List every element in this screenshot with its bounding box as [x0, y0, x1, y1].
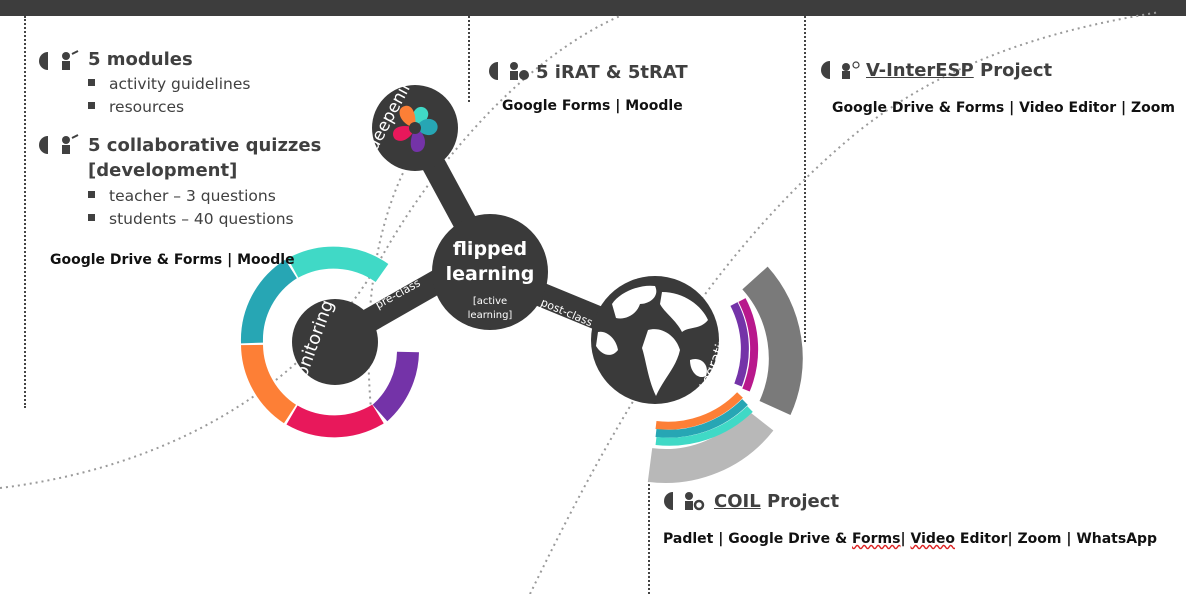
list-item-label: resources: [109, 98, 185, 116]
integrating-arc-purple: [730, 302, 749, 387]
coil-tools-part2: |: [900, 531, 911, 547]
monitoring-node: [292, 299, 378, 385]
coil-tools-part1: Padlet | Google Drive &: [663, 531, 853, 547]
quizzes-title-line2: [development]: [88, 160, 238, 181]
teacher-idea-icon: [821, 61, 860, 79]
vinteresp-title: V-InterESP Project: [866, 60, 1052, 81]
connector-pre-label: pre-class: [373, 276, 423, 311]
monitoring-label: monitoring: [285, 297, 338, 397]
vinteresp-title-underlined: V-InterESP: [866, 60, 974, 81]
teacher-icon: [39, 50, 79, 70]
integrating-node: [591, 276, 719, 404]
integrating-arc-teal: [655, 399, 748, 438]
deepening-node: [372, 85, 458, 171]
quizzes-list: teacher – 3 questions students – 40 ques…: [88, 185, 294, 231]
deepening-label: deepening: [363, 65, 423, 154]
teacher-gear-icon: [664, 492, 705, 511]
integrating-arc-lightteal: [655, 406, 753, 446]
hub-circle: [432, 214, 548, 330]
coil-tools: Padlet | Google Drive & Forms| Video Edi…: [663, 531, 1157, 547]
coil-tools-part3: Editor| Zoom | WhatsApp: [955, 531, 1158, 547]
modules-list: activity guidelines resources: [88, 73, 250, 119]
dotted-arc-3: [367, 151, 415, 421]
list-item-label: teacher – 3 questions: [109, 187, 276, 205]
coil-title-rest: Project: [760, 491, 840, 512]
coil-tools-forms: Forms: [852, 531, 901, 547]
connector-during: [404, 124, 499, 271]
connector-pre: [329, 269, 446, 351]
coil-title-underlined: COIL: [714, 491, 761, 512]
monitoring-ring-blueteal: [240, 259, 298, 344]
list-item: students – 40 questions: [88, 208, 294, 231]
divider-bottom: [648, 480, 650, 594]
integrating-outer-grey: [742, 266, 803, 416]
hub-title-line2: learning: [446, 263, 535, 285]
divider-right: [804, 16, 806, 342]
hub-sub-line2: learning]: [468, 310, 513, 321]
connector-during-label: during class: [449, 155, 493, 220]
coil-title: COIL Project: [714, 491, 839, 512]
integrating-arc-magenta: [738, 298, 759, 392]
divider-left: [24, 16, 26, 408]
list-item-label: activity guidelines: [109, 75, 251, 93]
integrating-arc-orange: [655, 392, 743, 430]
teacher-question-icon: [489, 62, 529, 80]
coil-tools-video: Video: [910, 531, 956, 547]
connector-post-label: post-class: [539, 296, 595, 330]
hub-title-line1: flipped: [453, 238, 527, 260]
list-item: resources: [88, 96, 250, 119]
quizzes-title-line1: 5 collaborative quizzes: [88, 135, 322, 156]
integrating-outer-lightgrey: [647, 409, 774, 483]
connector-post: [525, 278, 637, 344]
list-item: teacher – 3 questions: [88, 185, 294, 208]
monitoring-ring-pink: [286, 404, 384, 438]
deepening-flower-icon: [393, 105, 438, 152]
vinteresp-title-rest: Project: [973, 60, 1053, 81]
integrating-label: integrating: [692, 326, 736, 404]
divider-middle: [468, 16, 470, 102]
modules-title: 5 modules: [88, 49, 193, 70]
rat-tools: Google Forms | Moodle: [502, 98, 683, 114]
hub-sub-line1: [active: [473, 296, 507, 307]
rat-title: 5 iRAT & 5tRAT: [536, 62, 688, 83]
monitoring-ring-orange: [241, 344, 297, 424]
list-item: activity guidelines: [88, 73, 250, 96]
top-bar: [0, 0, 1186, 16]
left-tools: Google Drive & Forms | Moodle: [50, 252, 295, 268]
teacher-icon: [39, 134, 79, 154]
monitoring-ring-teal: [287, 246, 389, 283]
vinteresp-tools: Google Drive & Forms | Video Editor | Zo…: [832, 100, 1175, 116]
monitoring-ring-purple: [372, 351, 419, 422]
list-item-label: students – 40 questions: [109, 210, 294, 228]
globe-icon: [596, 285, 708, 396]
